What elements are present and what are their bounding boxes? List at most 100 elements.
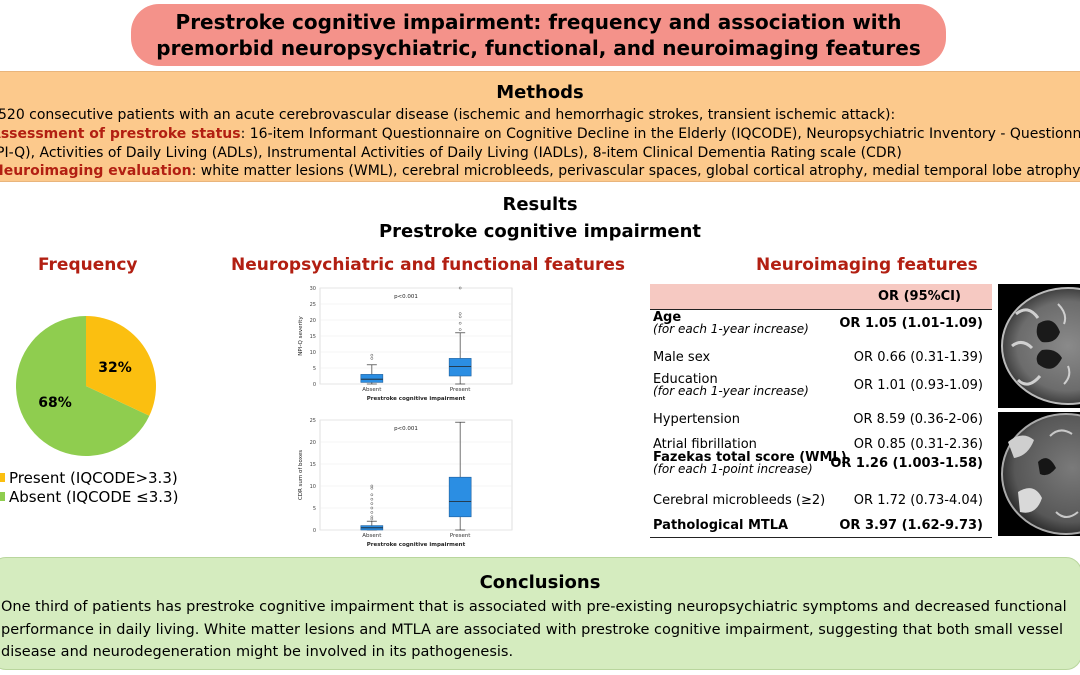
neuropsych-heading: Neuropsychiatric and functional features <box>231 255 626 275</box>
neuroimaging-text: : white matter lesions (WML), cerebral m… <box>191 163 1080 179</box>
y-tick-label: 0 <box>313 528 316 534</box>
outlier-point <box>458 315 462 319</box>
or-variable-note: (for each 1-year increase) <box>653 322 809 336</box>
y-tick-label: 5 <box>313 366 316 372</box>
x-axis-label: Prestroke cognitive impairment <box>367 542 466 548</box>
title-line-2: premorbid neuropsychiatric, functional, … <box>156 36 921 60</box>
or-value: OR 1.01 (0.93-1.09) <box>853 378 983 393</box>
legend-present-label: Present (IQCODE>3.3) <box>9 469 178 487</box>
box-present <box>448 476 472 518</box>
or-row: Education(for each 1-year increase) OR 1.… <box>653 372 991 406</box>
pie-label-absent: 68% <box>38 395 72 411</box>
outlier-point <box>458 286 462 290</box>
title-line-1: Prestroke cognitive impairment: frequenc… <box>175 10 902 34</box>
pie-label-present: 32% <box>98 360 132 376</box>
y-tick-label: 30 <box>310 286 316 292</box>
neuroimaging-label: Neuroimaging evaluation <box>0 163 192 179</box>
outlier-point <box>370 515 374 519</box>
category-label: Absent <box>362 387 382 393</box>
frequency-heading: Frequency <box>38 255 138 275</box>
y-tick-label: 0 <box>313 382 316 388</box>
or-row: Pathological MTLA OR 3.97 (1.62-9.73) <box>653 512 991 536</box>
neuroimaging-heading: Neuroimaging features <box>756 255 978 275</box>
box-present <box>448 358 472 377</box>
legend-present: Present (IQCODE>3.3) <box>0 469 178 487</box>
or-value: OR 1.26 (1.003-1.58) <box>830 456 983 471</box>
p-value-label: p<0.001 <box>394 294 418 300</box>
pie-slice-present <box>86 316 156 416</box>
conclusions-text: One third of patients has prestroke cogn… <box>1 599 1067 660</box>
or-variable: Age <box>653 310 682 325</box>
or-value: OR 1.72 (0.73-4.04) <box>853 493 983 508</box>
category-label: Absent <box>362 533 382 539</box>
mri-image-wml <box>998 284 1080 408</box>
poster-title: Prestroke cognitive impairment: frequenc… <box>131 4 946 66</box>
or-table-bottom-rule <box>650 537 992 538</box>
conclusions-heading: Conclusions <box>479 572 601 593</box>
results-heading: Results <box>502 194 578 215</box>
assessment-label: Assessment of prestroke status <box>0 126 241 142</box>
or-value: OR 1.05 (1.01-1.09) <box>839 316 983 331</box>
or-variable: Pathological MTLA <box>653 518 789 533</box>
or-value: OR 8.59 (0.36-2-06) <box>853 412 983 427</box>
or-variable-note: (for each 1-point increase) <box>653 462 813 476</box>
y-tick-label: 20 <box>310 440 316 446</box>
or-row: Hypertension OR 8.59 (0.36-2-06) <box>653 406 991 430</box>
or-variable: Hypertension <box>653 412 740 427</box>
or-variable-note: (for each 1-year increase) <box>653 384 809 398</box>
y-tick-label: 10 <box>310 484 316 490</box>
p-value-label: p<0.001 <box>394 426 418 432</box>
methods-heading: Methods <box>496 82 584 103</box>
outlier-point <box>370 497 374 501</box>
y-tick-label: 15 <box>310 334 316 340</box>
or-value: OR 3.97 (1.62-9.73) <box>839 518 983 533</box>
outlier-point <box>458 328 462 331</box>
y-axis-label: CDR sum of boxes <box>298 450 304 500</box>
methods-line-4: Neuroimaging evaluation: white matter le… <box>0 162 1080 180</box>
or-variable: Fazekas total score (WML) <box>653 450 847 465</box>
or-variable: Male sex <box>653 350 711 365</box>
outlier-point <box>370 502 374 505</box>
or-variable: Education <box>653 372 718 387</box>
or-row: Cerebral microbleeds (≥2) OR 1.72 (0.73-4… <box>653 487 991 511</box>
box-absent <box>360 374 384 383</box>
y-tick-label: 15 <box>310 462 316 468</box>
conclusions-panel <box>0 557 1080 670</box>
outlier-point <box>370 357 374 360</box>
methods-line-3: PI-Q), Activities of Daily Living (ADLs)… <box>0 145 902 161</box>
methods-line-2: Assessment of prestroke status: 16-item … <box>0 125 1080 143</box>
legend-swatch-absent <box>0 492 5 501</box>
legend-swatch-present <box>0 473 5 482</box>
y-axis-label: NPI-Q severity <box>298 316 304 356</box>
outlier-point <box>370 493 374 497</box>
legend-absent: Absent (IQCODE ≤3.3) <box>0 488 178 506</box>
or-variable: Cerebral microbleeds (≥2) <box>653 493 826 508</box>
y-tick-label: 20 <box>310 318 316 324</box>
or-table: OR (95%CI) Age(for each 1-year increase)… <box>650 284 992 540</box>
frequency-pie-chart: 32% 68% <box>15 316 156 456</box>
category-label: Present <box>450 387 471 393</box>
outlier-point <box>370 506 374 510</box>
or-variable: Atrial fibrillation <box>653 437 757 452</box>
methods-line-1: 520 consecutive patients with an acute c… <box>0 107 896 123</box>
y-tick-label: 25 <box>310 302 316 308</box>
plot-frame <box>319 419 513 531</box>
or-row: Age(for each 1-year increase) OR 1.05 (1.… <box>653 310 991 344</box>
or-header-label: OR (95%CI) <box>878 289 961 304</box>
or-table-header: OR (95%CI) <box>650 284 992 310</box>
outlier-point <box>458 321 462 325</box>
pie-slice-absent <box>15 316 150 456</box>
outlier-point <box>370 484 374 488</box>
legend-absent-label: Absent (IQCODE ≤3.3) <box>9 488 179 506</box>
category-label: Present <box>450 533 471 539</box>
outlier-point <box>458 312 462 315</box>
y-tick-label: 5 <box>313 506 316 512</box>
outlier-point <box>370 511 374 514</box>
assessment-text: : 16-item Informant Questionnaire on Cog… <box>240 126 1080 142</box>
methods-panel <box>0 71 1080 182</box>
y-tick-label: 25 <box>310 418 316 424</box>
